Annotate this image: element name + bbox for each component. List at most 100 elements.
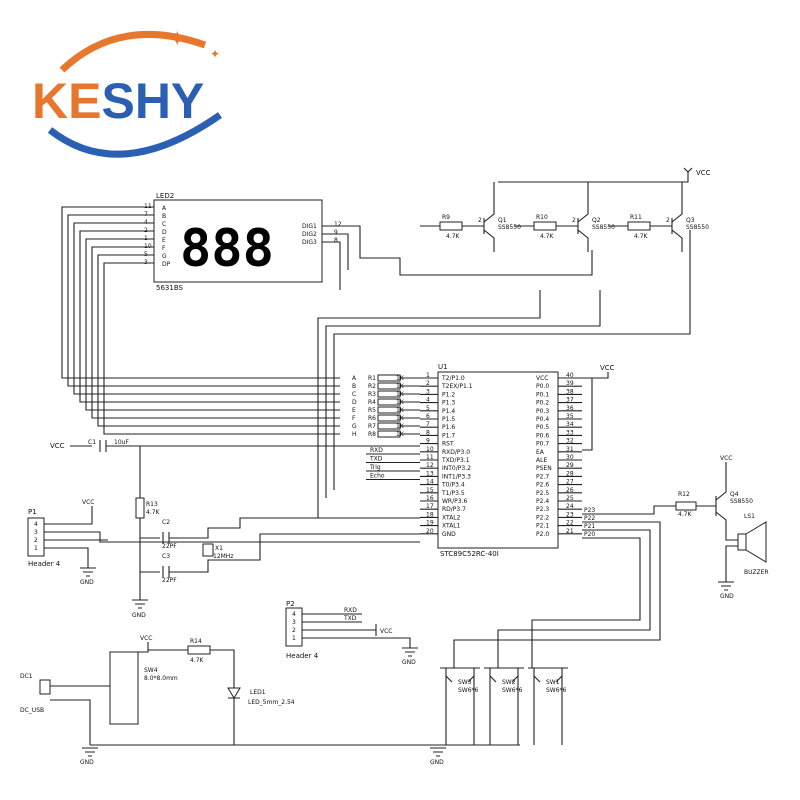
mcu-left-pin-label: RST: [442, 441, 454, 448]
transistor-resistor-value: 4.7K: [634, 233, 649, 240]
transistor-resistor-ref: R9: [442, 214, 450, 221]
mcu-left-pin-label: GND: [442, 531, 456, 538]
mcu-right-pin-num: 21: [566, 528, 574, 535]
mcu-right-pin-num: 22: [566, 520, 574, 527]
resarray-ref: R8: [368, 431, 376, 438]
transistor-base-pin: 2: [572, 217, 576, 224]
power-circuit: DC1 DC_USB SW4 8.0*8.0mm VCC R14 4.7K LE…: [20, 635, 520, 766]
sw4-ref: SW4: [144, 667, 158, 674]
mcu-left-pin-label: TXD/P3.1: [441, 457, 470, 464]
seg-label: G: [162, 253, 167, 260]
p1-pin-num: 3: [34, 529, 38, 536]
resarray-letter: H: [352, 431, 357, 438]
mcu-left-pin-num: 17: [426, 503, 434, 510]
mcu-right-pin-num: 40: [566, 372, 574, 379]
dig-pin: 9: [334, 229, 338, 236]
mcu-left-pin-num: 10: [426, 446, 434, 453]
c1-value: 10uF: [114, 439, 129, 446]
p1-gnd-label: GND: [80, 579, 94, 586]
p1-pin-num: 1: [34, 545, 38, 552]
p1-vcc-label: VCC: [82, 499, 94, 506]
mcu-left-pin-num: 4: [426, 397, 430, 404]
transistor-resistor-value: 4.7K: [446, 233, 461, 240]
mcu-right-pin-num: 31: [566, 446, 574, 453]
led1-ref: LED1: [250, 689, 266, 696]
mcu-right-pin-num: 28: [566, 470, 574, 477]
c2-value: 22PF: [162, 543, 177, 550]
mcu-right-pin-label: P2.0: [536, 531, 549, 538]
p3-net-label: TXD: [369, 456, 383, 463]
mcu-right-pin-num: 25: [566, 495, 574, 502]
resarray-letter: C: [352, 391, 356, 398]
p2-pin-num: 2: [292, 627, 296, 634]
mcu-net-label: P21: [584, 523, 595, 530]
mcu-ref: U1: [438, 363, 448, 371]
p2-gnd-label: GND: [402, 659, 416, 666]
c1-vcc-label: VCC: [50, 442, 65, 450]
transistor-resistor-ref: R11: [630, 214, 642, 221]
transistor-base-pin: 2: [478, 217, 482, 224]
seg-label: F: [162, 245, 166, 252]
digit-wires: [322, 225, 593, 290]
resarray-letter: F: [352, 415, 356, 422]
mcu-left-pin-num: 15: [426, 487, 434, 494]
switch-type: SW6*6: [458, 687, 479, 694]
mcu-net-label: P20: [584, 531, 595, 538]
p2-net-rxd: RXD: [344, 607, 357, 614]
mcu-left-pin-label: T2/P1.0: [441, 375, 465, 382]
mcu-net-label: P22: [584, 515, 595, 522]
mcu-part: STC89C52RC-40I: [440, 550, 499, 558]
display-part: 5631BS: [156, 284, 183, 292]
mcu-left-pin-label: T2EX/P1.1: [441, 383, 473, 390]
display-digits: 888: [180, 219, 274, 279]
r14-value: 4.7K: [190, 657, 205, 664]
resarray-letter: E: [352, 407, 356, 414]
dig-label: DIG3: [302, 239, 317, 246]
mcu-right-pin-label: P2.6: [536, 482, 549, 489]
resarray-ref: R2: [368, 383, 376, 390]
p3-net-label: RXD: [370, 447, 383, 454]
switch-type: SW6*6: [502, 687, 523, 694]
transistor-ref: Q1: [498, 217, 507, 224]
mcu-right-pin-label: P2.1: [536, 523, 549, 530]
switch-ref: SW3: [458, 679, 472, 686]
q4-type: SS8550: [730, 498, 753, 505]
mcu-right-pin-label: P2.2: [536, 514, 549, 521]
ls1-ref: LS1: [744, 513, 755, 520]
logo-swoosh-bottom: [47, 112, 223, 158]
mcu-left-pin-label: WR/P3.6: [442, 498, 467, 505]
q4-ref: Q4: [730, 491, 739, 498]
resarray-letter: G: [352, 423, 357, 430]
mcu-right-pin-label: P2.4: [536, 498, 549, 505]
mcu-right-pin-label: VCC: [536, 375, 548, 382]
mcu-left-pin-num: 9: [426, 438, 430, 445]
mcu-left-pin-num: 8: [426, 429, 430, 436]
mcu-left-pin-num: 6: [426, 413, 430, 420]
p2-pin-num: 1: [292, 635, 296, 642]
mcu-left-pin-label: RD/P3.7: [442, 506, 466, 513]
mcu-right-pin-num: 23: [566, 511, 574, 518]
gnd-label-rst: GND: [132, 612, 146, 619]
mcu-left-pin-num: 13: [426, 470, 434, 477]
p1-pin-num: 2: [34, 537, 38, 544]
mcu-right-pin-label: P0.7: [536, 441, 549, 448]
mcu-right-pin-num: 35: [566, 413, 574, 420]
mcu-right-pin-label: P0.0: [536, 383, 549, 390]
r13-ref: R13: [146, 501, 158, 508]
power-gnd-label: GND: [80, 759, 94, 766]
transistor-resistor-ref: R10: [536, 214, 548, 221]
seg-label: D: [162, 229, 167, 236]
reset-circuit: VCC C1 10uF R13 4.7K GND: [50, 439, 420, 619]
resarray-ref: R5: [368, 407, 376, 414]
transistor-type: SS8550: [592, 224, 615, 231]
segment-wires: [61, 206, 340, 435]
logo-swoosh-top: [59, 30, 207, 73]
transistor-type: SS8550: [686, 224, 709, 231]
mcu-left-pin-label: INT0/P3.2: [442, 465, 471, 472]
mcu-right-pin-label: P0.5: [536, 424, 549, 431]
